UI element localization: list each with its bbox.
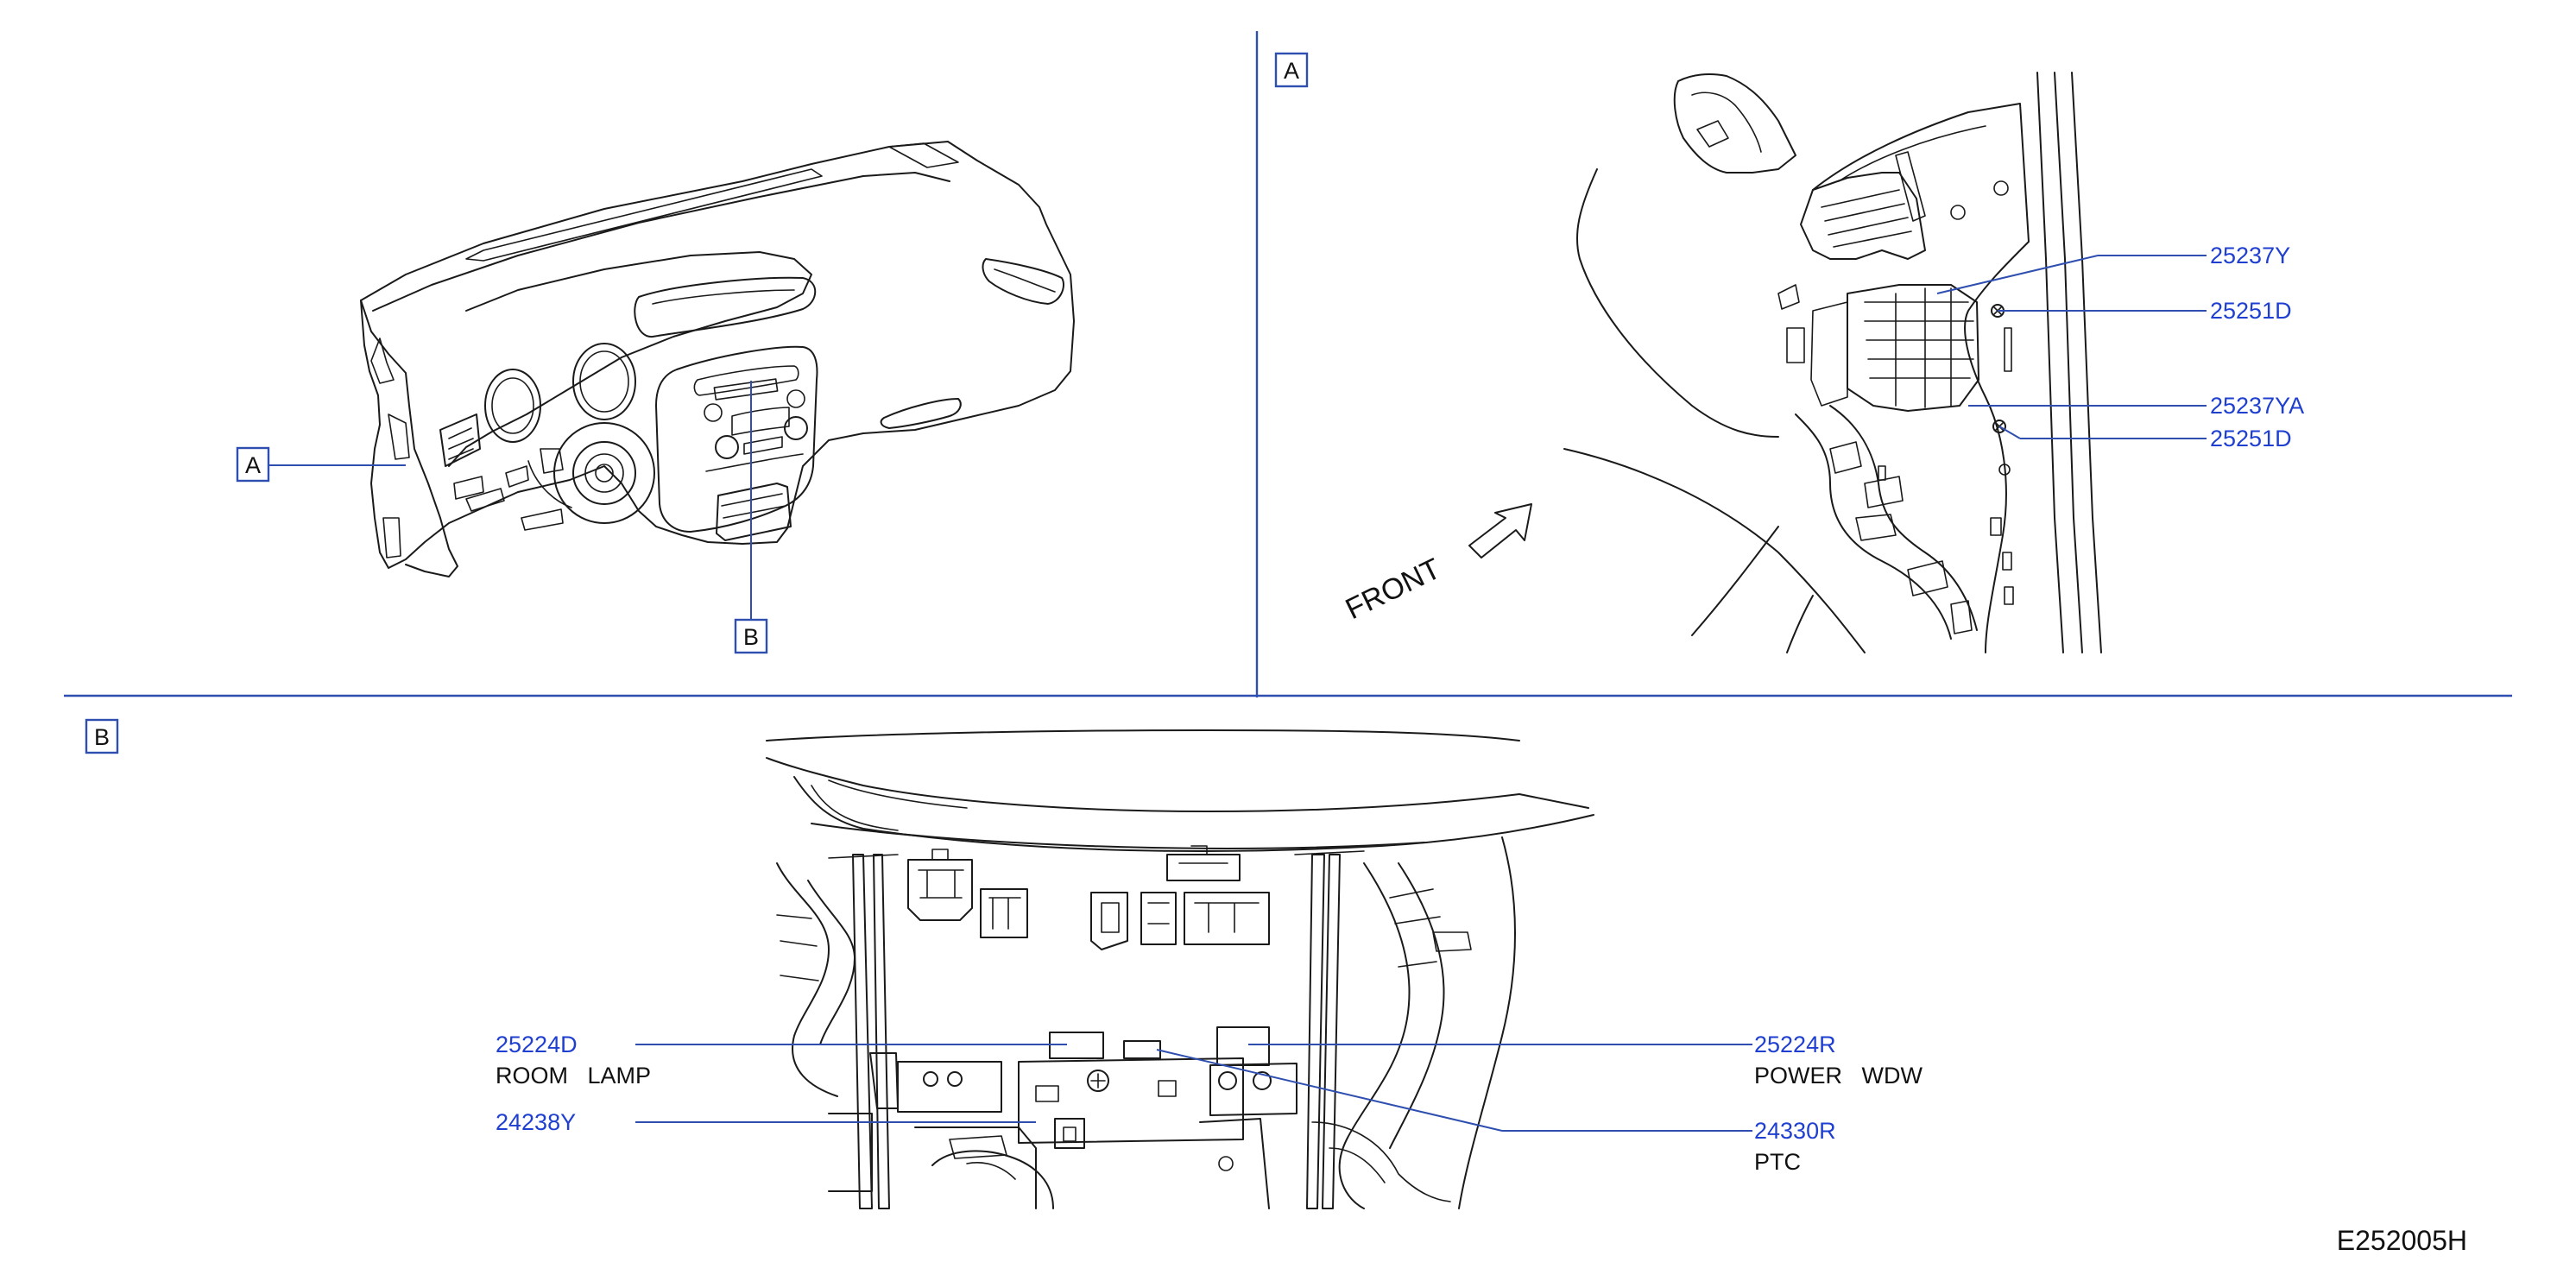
- detail-b-label: B: [94, 724, 110, 750]
- part-25237YA[interactable]: 25237YA: [2210, 393, 2304, 419]
- dashboard-drawing: [360, 141, 1075, 577]
- front-label: FRONT: [1341, 552, 1446, 626]
- detail-a-drawing: [1563, 72, 2102, 653]
- desc-ptc: PTC: [1754, 1149, 1801, 1175]
- callout-a-label: A: [245, 452, 261, 478]
- detail-b-box: [85, 718, 119, 754]
- part-25224R[interactable]: 25224R: [1754, 1032, 1836, 1057]
- part-25251D-upper[interactable]: 25251D: [2210, 298, 2292, 324]
- figure-code: E252005H: [2337, 1225, 2467, 1256]
- leader-25251D-lower: [1998, 426, 2021, 439]
- callout-b-box[interactable]: [734, 618, 768, 654]
- leader-24330R: [1156, 1049, 1503, 1132]
- front-arrow-icon: [1468, 503, 1532, 558]
- callout-a-box[interactable]: [236, 446, 270, 483]
- part-25237Y[interactable]: 25237Y: [2210, 243, 2290, 268]
- detail-b-drawing: [766, 729, 1594, 1209]
- detail-a-box: [1274, 52, 1309, 88]
- desc-power-wdw: POWER WDW: [1754, 1063, 1923, 1089]
- detail-a-label: A: [1284, 58, 1299, 84]
- part-24238Y[interactable]: 24238Y: [496, 1109, 576, 1135]
- part-25224D[interactable]: 25224D: [496, 1032, 578, 1057]
- part-24330R[interactable]: 24330R: [1754, 1118, 1836, 1144]
- leader-25237Y: [1936, 255, 2099, 294]
- callout-b-label: B: [743, 624, 759, 650]
- part-25251D-lower[interactable]: 25251D: [2210, 426, 2292, 451]
- desc-room-lamp: ROOM LAMP: [496, 1063, 651, 1089]
